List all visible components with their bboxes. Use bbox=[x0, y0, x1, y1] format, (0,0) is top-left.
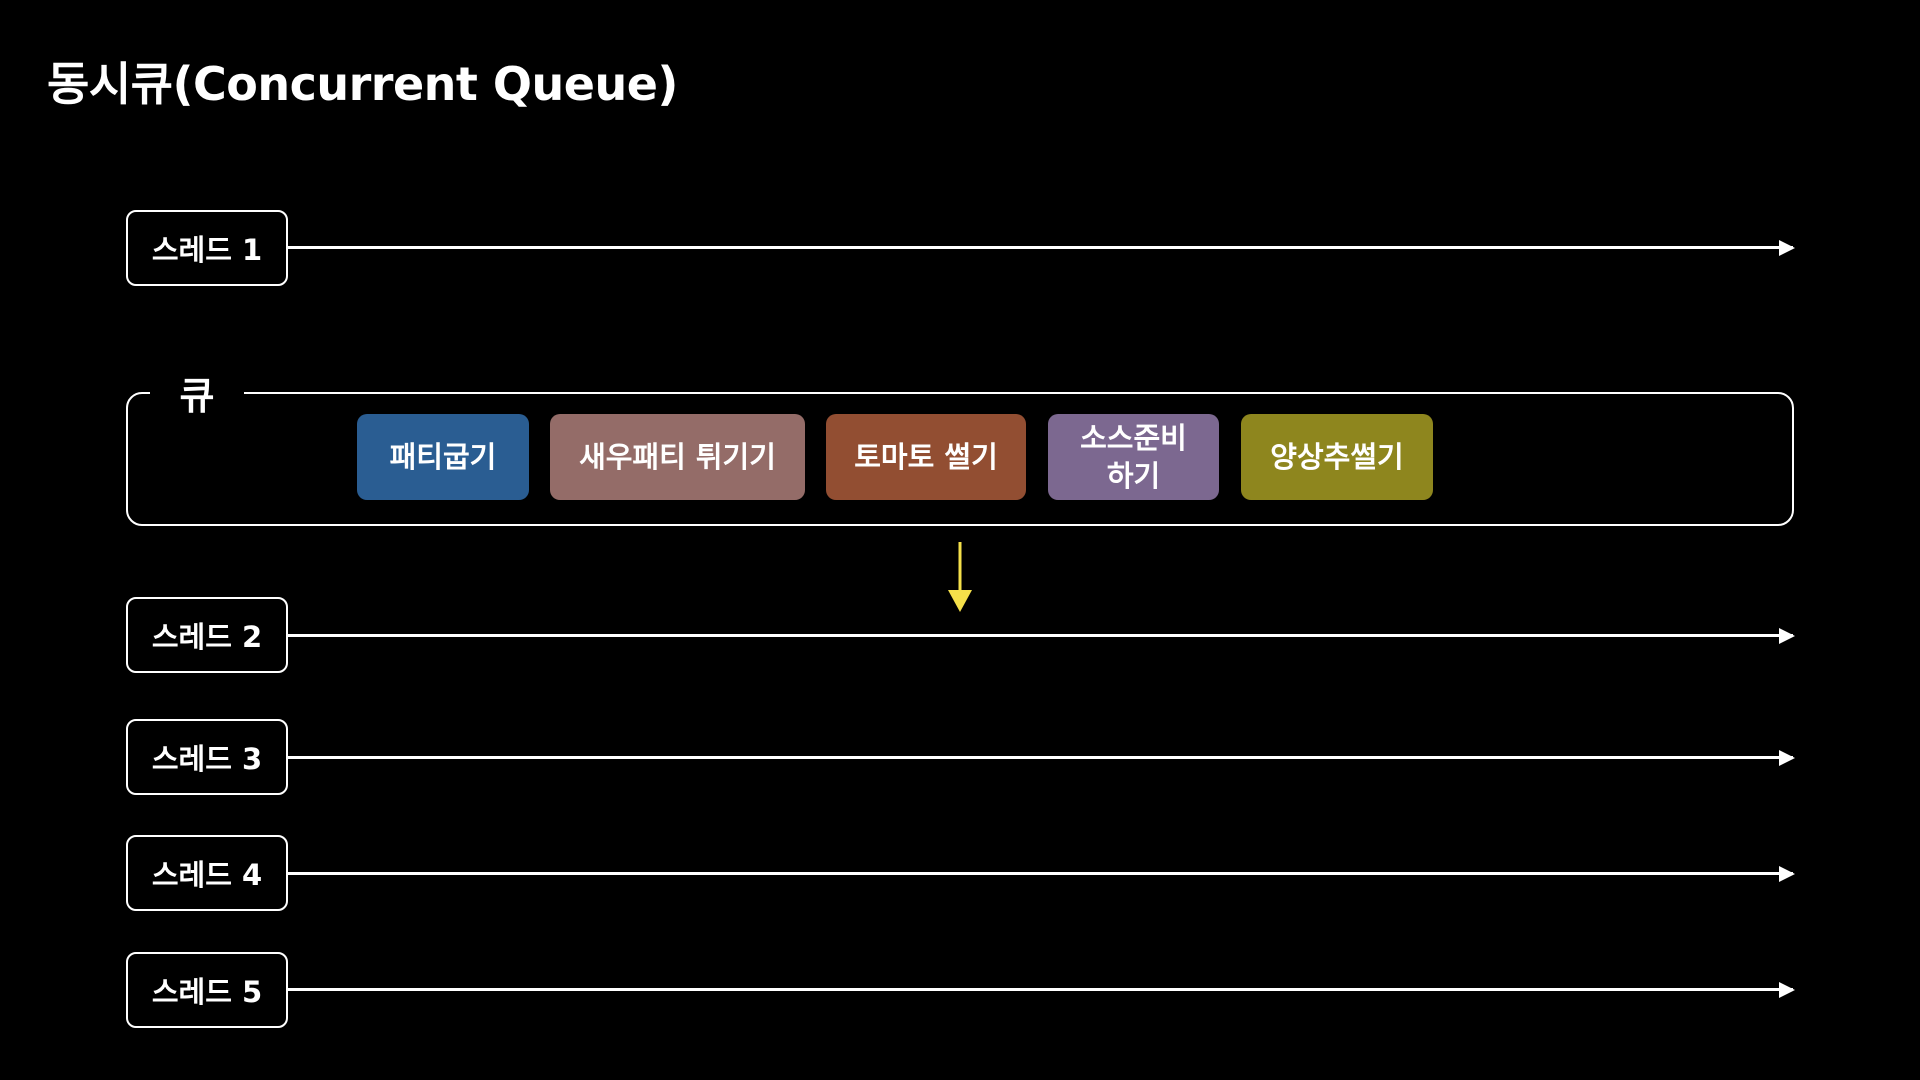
task-shrimp-patty-fry: 새우패티 튀기기 bbox=[550, 414, 805, 500]
arrow-right-icon bbox=[1779, 628, 1795, 644]
thread-timeline-5 bbox=[288, 988, 1793, 991]
thread-label-4: 스레드 4 bbox=[126, 835, 288, 911]
arrow-down-icon bbox=[948, 542, 972, 612]
thread-timeline-1 bbox=[288, 246, 1793, 249]
page-title: 동시큐(Concurrent Queue) bbox=[47, 57, 678, 111]
thread-label-5: 스레드 5 bbox=[126, 952, 288, 1028]
arrow-right-icon bbox=[1779, 982, 1795, 998]
thread-timeline-2 bbox=[288, 634, 1793, 637]
queue-label: 큐 bbox=[150, 368, 244, 418]
arrow-right-icon bbox=[1779, 240, 1795, 256]
arrow-right-icon bbox=[1779, 866, 1795, 882]
task-lettuce-slice: 양상추썰기 bbox=[1241, 414, 1433, 500]
thread-label-1: 스레드 1 bbox=[126, 210, 288, 286]
task-sauce-prepare: 소스준비 하기 bbox=[1048, 414, 1219, 500]
task-sauce-prepare-line1: 소스준비 bbox=[1080, 421, 1187, 455]
thread-label-2: 스레드 2 bbox=[126, 597, 288, 673]
thread-label-3: 스레드 3 bbox=[126, 719, 288, 795]
thread-timeline-4 bbox=[288, 872, 1793, 875]
task-tomato-slice: 토마토 썰기 bbox=[826, 414, 1026, 500]
queue-container bbox=[126, 392, 1794, 526]
arrow-right-icon bbox=[1779, 750, 1795, 766]
thread-timeline-3 bbox=[288, 756, 1793, 759]
task-patty-grill: 패티굽기 bbox=[357, 414, 529, 500]
task-sauce-prepare-line2: 하기 bbox=[1106, 459, 1161, 493]
